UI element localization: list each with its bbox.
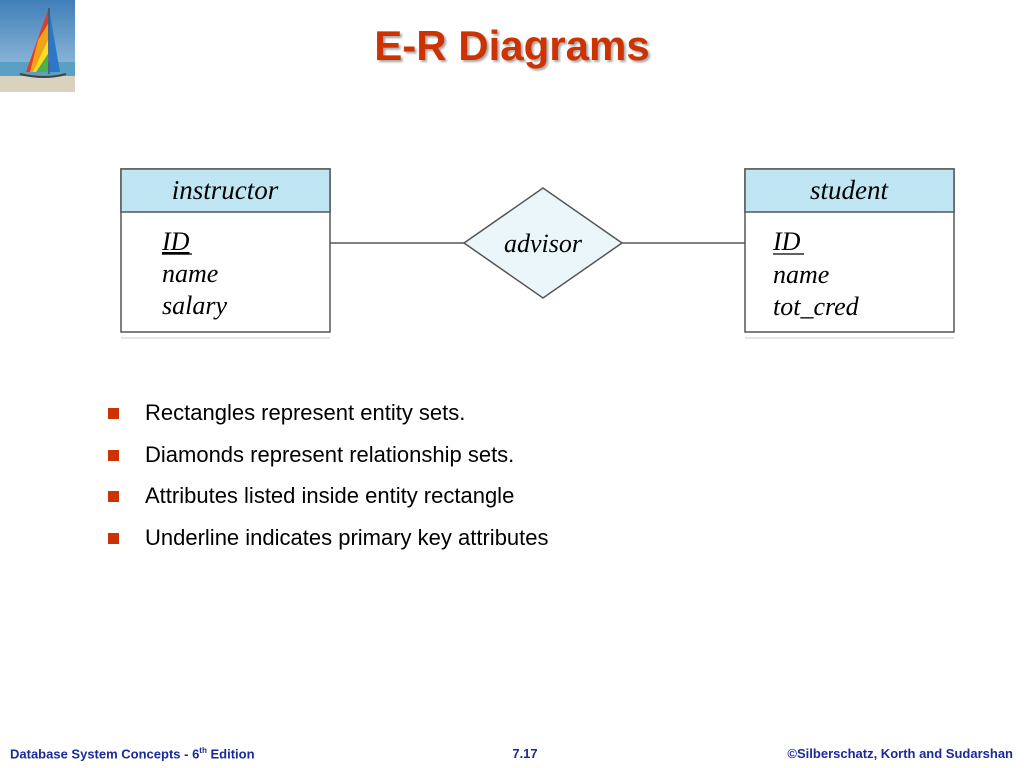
attribute: salary <box>162 291 227 320</box>
slide-title: E-R Diagrams <box>374 22 650 69</box>
bullet-item: Diamonds represent relationship sets. <box>108 440 908 482</box>
bullet-item: Underline indicates primary key attribut… <box>108 523 908 565</box>
footer-copyright: ©Silberschatz, Korth and Sudarshan <box>787 746 1013 761</box>
footer-page-number: 7.17 <box>512 746 538 761</box>
entity-header <box>744 168 955 213</box>
bullet-text: Diamonds represent relationship sets. <box>145 441 515 467</box>
square-bullet-icon <box>108 491 119 502</box>
square-bullet-icon <box>108 408 119 419</box>
relationship-diamond <box>462 187 624 299</box>
square-bullet-icon <box>108 449 119 461</box>
attribute: tot_cred <box>773 292 860 321</box>
footer-book-title: Database System Concepts - 6th Edition <box>10 746 255 762</box>
bullet-list: Rectangles represent entity sets. Diamon… <box>108 398 908 564</box>
bullet-text: Rectangles represent entity sets. <box>145 400 466 425</box>
bullet-item: Rectangles represent entity sets. <box>108 398 908 440</box>
bullet-text: Attributes listed inside entity rectangl… <box>145 483 515 508</box>
entity-name: instructor <box>172 175 279 205</box>
relationship-name: advisor <box>504 229 583 258</box>
attribute: name <box>162 259 218 288</box>
primary-key-attribute: ID <box>772 227 801 256</box>
entity-name: student <box>810 175 889 205</box>
bullet-item: Attributes listed inside entity rectangl… <box>108 481 908 523</box>
sailboat-logo <box>0 0 75 92</box>
attribute: name <box>773 260 829 289</box>
bullet-text: Underline indicates primary key attribut… <box>145 524 549 550</box>
primary-key-attribute: ID <box>161 227 190 256</box>
entity-instructor: instructor ID name salary <box>120 168 331 339</box>
relationship-advisor: advisor <box>462 187 624 299</box>
square-bullet-icon <box>108 532 119 544</box>
entity-header <box>120 168 331 213</box>
entity-student: student ID name tot_cred <box>744 168 955 339</box>
